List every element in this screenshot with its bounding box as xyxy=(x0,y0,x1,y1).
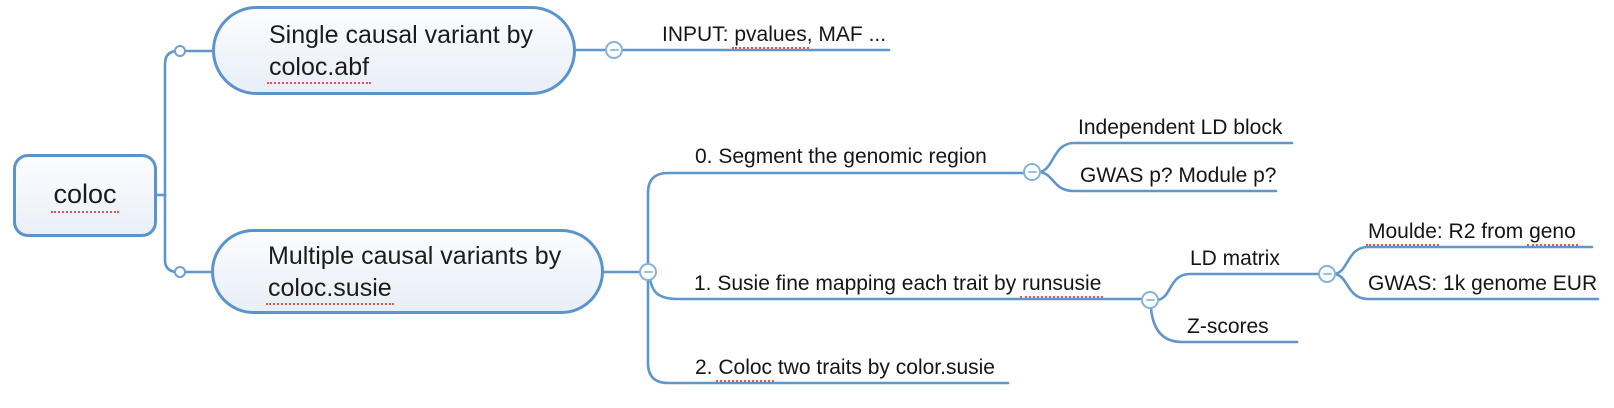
susie-mapping-label-pre: 1. Susie fine mapping each trait by xyxy=(694,272,1023,295)
minus-icon xyxy=(609,48,619,52)
node-root[interactable]: coloc xyxy=(13,154,157,237)
collapse-button-ld-matrix[interactable] xyxy=(1318,265,1336,283)
edge-segment-to-independent xyxy=(1036,141,1294,174)
minus-icon xyxy=(1322,272,1332,276)
input-label-pre: INPUT: xyxy=(662,23,735,46)
minus-icon xyxy=(643,270,653,274)
edge-root-to-susie xyxy=(163,193,215,274)
topic-abf-line1: Single causal variant by xyxy=(269,20,534,49)
topic-abf-line2: coloc.abf xyxy=(267,52,372,84)
node-susie-fine-mapping[interactable]: 1. Susie fine mapping each trait by runs… xyxy=(694,271,1104,298)
node-z-scores[interactable]: Z-scores xyxy=(1187,314,1269,340)
branch-junction-dot xyxy=(174,45,186,57)
segment-label: 0. Segment the genomic region xyxy=(695,145,987,168)
edge-susie-to-mapping xyxy=(648,276,1145,301)
collapse-button-abf[interactable] xyxy=(605,41,623,59)
edge-segment-to-gwas-p xyxy=(1036,170,1278,193)
topic-susie-line1: Multiple causal variants by xyxy=(268,241,562,270)
edge-root-to-abf xyxy=(163,49,214,197)
collapse-button-segment[interactable] xyxy=(1023,163,1041,181)
node-coloc-two-traits[interactable]: 2. Coloc two traits by color.susie xyxy=(695,355,995,382)
node-gwas-module-p[interactable]: GWAS p? Module p? xyxy=(1080,163,1277,189)
edge-susie-to-coloc-two xyxy=(646,276,1010,385)
root-label: coloc xyxy=(51,179,119,213)
node-independent-ld-block[interactable]: Independent LD block xyxy=(1078,115,1282,141)
branch-junction-dot xyxy=(174,266,186,278)
susie-mapping-label-flagged: runsusie xyxy=(1020,272,1104,298)
topic-susie-line2: coloc.susie xyxy=(266,273,394,305)
coloc-two-label-post: two traits by color.susie xyxy=(772,356,995,379)
moulde-label-flagged-start: Moulde xyxy=(1366,220,1439,246)
coloc-two-label-pre: 2. xyxy=(695,356,719,379)
node-single-causal-variant[interactable]: Single causal variant by coloc.abf xyxy=(212,6,576,95)
ld-matrix-label: LD matrix xyxy=(1190,247,1280,270)
independent-ld-label: Independent LD block xyxy=(1078,116,1283,139)
node-gwas-1k-genome[interactable]: GWAS: 1k genome EUR xyxy=(1368,271,1597,297)
node-multiple-causal-variants[interactable]: Multiple causal variants by coloc.susie xyxy=(211,229,604,314)
node-ld-matrix[interactable]: LD matrix xyxy=(1190,246,1280,272)
input-label-post: , MAF ... xyxy=(806,23,887,46)
minus-icon xyxy=(1027,170,1037,174)
edge-susie-to-segment xyxy=(646,171,1028,274)
edge-ld-to-gwas-1k xyxy=(1331,272,1600,301)
collapse-button-susie[interactable] xyxy=(639,263,657,281)
edge-mapping-to-z-scores xyxy=(1149,306,1299,344)
gwas-module-p-label: GWAS p? Module p? xyxy=(1080,164,1277,187)
z-scores-label: Z-scores xyxy=(1187,315,1269,338)
edge-mapping-to-ld-matrix xyxy=(1154,272,1322,302)
edge-ld-to-moulde xyxy=(1331,245,1594,276)
input-label-flagged: pvalues xyxy=(732,23,809,49)
node-input[interactable]: INPUT: pvalues, MAF ... xyxy=(662,22,887,49)
moulde-label-mid: : R2 from xyxy=(1436,220,1530,243)
moulde-label-flagged-end: geno xyxy=(1527,220,1578,246)
gwas-1k-label: GWAS: 1k genome EUR xyxy=(1368,272,1598,295)
coloc-two-label-flagged: Coloc xyxy=(716,356,775,382)
node-moulde-r2[interactable]: Moulde: R2 from geno xyxy=(1366,219,1578,246)
node-segment-region[interactable]: 0. Segment the genomic region xyxy=(695,144,987,170)
collapse-button-mapping[interactable] xyxy=(1141,291,1159,309)
minus-icon xyxy=(1145,298,1155,302)
